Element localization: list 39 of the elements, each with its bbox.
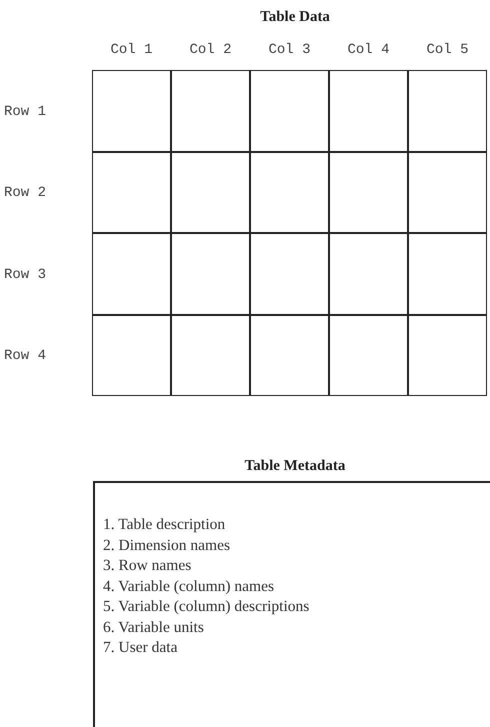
table-cell [171, 70, 250, 152]
table-cell [92, 70, 171, 152]
table-cell [408, 152, 487, 233]
table-title: Table Data [259, 8, 331, 27]
column-header: Col 1 [109, 41, 154, 60]
column-header: Col 2 [188, 41, 232, 60]
table-cell [250, 70, 329, 152]
metadata-item: 1. Table description [103, 515, 226, 535]
table-cell [171, 314, 250, 396]
row-header: Row 1 [4, 102, 48, 122]
table-cell [171, 152, 250, 233]
table-cell [408, 70, 487, 152]
table-cell [92, 314, 171, 396]
table-cell [329, 70, 408, 152]
column-header: Col 3 [267, 41, 312, 60]
row-header: Row 3 [4, 266, 48, 285]
metadata-title: Table Metadata [244, 457, 346, 476]
table-cell [329, 233, 408, 314]
column-header: Col 4 [346, 41, 390, 60]
table-cell [92, 152, 171, 233]
metadata-item: 3. Row names [103, 556, 192, 576]
metadata-item: 6. Variable units [103, 618, 205, 638]
table-cell [408, 233, 487, 314]
metadata-item: 5. Variable (column) descriptions [103, 597, 310, 617]
column-header: Col 5 [425, 41, 470, 60]
table-cell [171, 233, 250, 314]
metadata-item: 2. Dimension names [103, 536, 231, 556]
row-header: Row 2 [4, 184, 48, 204]
table-cell [250, 233, 329, 314]
table-cell [250, 314, 329, 396]
table-cell [408, 314, 487, 396]
metadata-item: 7. User data [103, 638, 178, 658]
metadata-box [93, 481, 490, 727]
table-cell [329, 314, 408, 396]
table-cell [329, 152, 408, 233]
table-cell [250, 152, 329, 233]
metadata-item: 4. Variable (column) names [103, 576, 276, 596]
table-cell [92, 233, 171, 314]
row-header: Row 4 [4, 347, 48, 366]
